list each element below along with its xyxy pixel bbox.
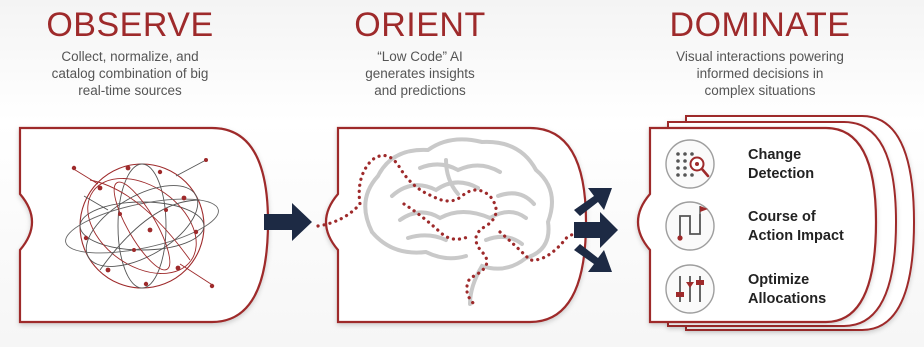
orient-desc-line: “Low Code” AI <box>377 49 463 64</box>
item-label-line: Detection <box>748 166 815 182</box>
orient-desc-line: generates insights <box>365 66 475 81</box>
orient-description: “Low Code” AI generates insights and pre… <box>310 48 530 99</box>
observe-desc-line: catalog combination of big <box>51 66 209 81</box>
observe-title: OBSERVE <box>46 6 214 44</box>
course-of-action-impact-label: Course of Action Impact <box>748 208 844 246</box>
item-label-line: Optimize <box>748 272 810 288</box>
arrow-orient-to-dominate <box>574 188 618 272</box>
observe-desc-line: Collect, normalize, and <box>61 49 199 64</box>
observe-desc-line: real-time sources <box>78 83 182 98</box>
item-label-line: Change <box>748 147 802 163</box>
observe-description: Collect, normalize, and catalog combinat… <box>20 48 240 99</box>
dominate-desc-line: Visual interactions powering <box>676 49 844 64</box>
item-label-line: Allocations <box>748 291 827 307</box>
optimize-allocations-label: Optimize Allocations <box>748 271 826 309</box>
dot-grid-magnifier-icon <box>665 139 715 189</box>
orient-desc-line: and predictions <box>374 83 466 98</box>
brain-dotted-path <box>316 153 592 306</box>
dominate-description: Visual interactions powering informed de… <box>640 48 880 99</box>
orient-header: ORIENT “Low Code” AI generates insights … <box>310 6 530 99</box>
arrow-observe-to-orient <box>264 203 312 241</box>
dominate-desc-line: informed decisions in <box>696 66 824 81</box>
observe-header: OBSERVE Collect, normalize, and catalog … <box>20 6 240 99</box>
change-detection-label: Change Detection <box>748 146 814 184</box>
dominate-desc-line: complex situations <box>704 83 816 98</box>
brain-icon <box>363 137 554 306</box>
globe-node-dots <box>71 158 215 289</box>
orient-panel <box>325 126 588 324</box>
route-flag-icon <box>665 201 715 251</box>
dominate-header: DOMINATE Visual interactions powering in… <box>640 6 880 99</box>
sliders-icon <box>665 264 715 314</box>
observe-panel <box>18 126 270 324</box>
item-label-line: Course of <box>748 209 816 225</box>
item-label-line: Action Impact <box>748 228 844 244</box>
dominate-title: DOMINATE <box>669 6 851 44</box>
globe-network-icon <box>65 159 219 289</box>
orient-title: ORIENT <box>354 6 486 44</box>
